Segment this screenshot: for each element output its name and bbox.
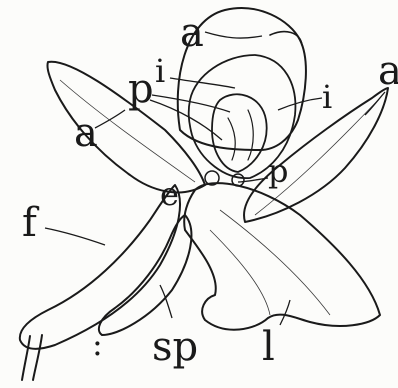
label-i-right: i (322, 78, 332, 116)
lip (184, 183, 380, 330)
label-a-left: a (74, 110, 98, 156)
left-sepal (47, 62, 205, 193)
label-e: e (160, 175, 179, 213)
spur (99, 215, 192, 335)
label-a-right: a (378, 48, 398, 94)
label-a-top: a (180, 10, 204, 56)
label-i-upper: i (155, 52, 165, 90)
label-f: f (22, 200, 40, 246)
right-sepal (244, 88, 388, 222)
column (205, 94, 267, 186)
label-p-right: p (268, 152, 288, 190)
label-l: l (262, 324, 275, 370)
label-p-left: p (128, 66, 154, 112)
label-dot: : (92, 325, 103, 363)
label-sp: sp (152, 324, 198, 370)
